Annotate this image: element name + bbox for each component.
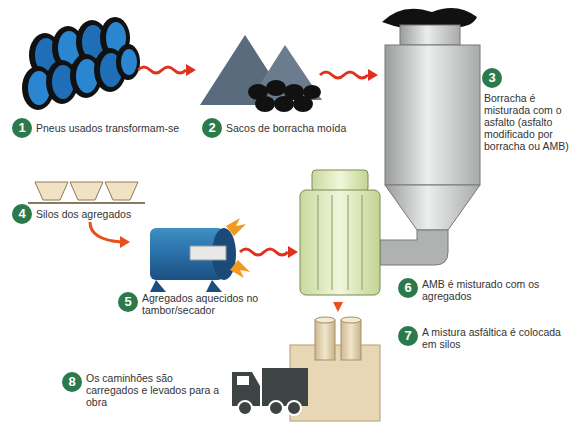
- dump-truck: [232, 368, 308, 415]
- step-caption: Pneus usados transformam-se: [36, 122, 206, 134]
- callout-number: 4: [12, 204, 32, 224]
- step-caption: Sacos de borracha moída: [226, 122, 376, 134]
- step-caption: Agregados aquecidos no tambor/secador: [142, 292, 282, 316]
- pugmill-mixer: [300, 170, 380, 295]
- callout-number: 3: [482, 68, 502, 88]
- callout-number: 8: [62, 372, 82, 392]
- callout-number: 2: [202, 118, 222, 138]
- mixing-tank: [380, 8, 480, 265]
- callout-number: 6: [398, 278, 418, 298]
- callout-number: 7: [398, 326, 418, 346]
- aggregate-silos: [28, 182, 145, 203]
- step-caption: Silos dos agregados: [36, 208, 176, 220]
- step-caption: A mistura asfáltica é colocada em silos: [422, 326, 562, 350]
- tires: [22, 17, 140, 110]
- drum-dryer: [150, 218, 250, 292]
- callout-number: 5: [118, 292, 138, 312]
- step-caption: AMB é misturado com os agregados: [422, 278, 562, 302]
- callout-number: 1: [12, 118, 32, 138]
- step-caption: Os caminhões são carregados e levados pa…: [86, 372, 226, 408]
- step-caption: Borracha é misturada com o asfalto (asfa…: [484, 92, 572, 152]
- ground-rubber: [200, 35, 322, 112]
